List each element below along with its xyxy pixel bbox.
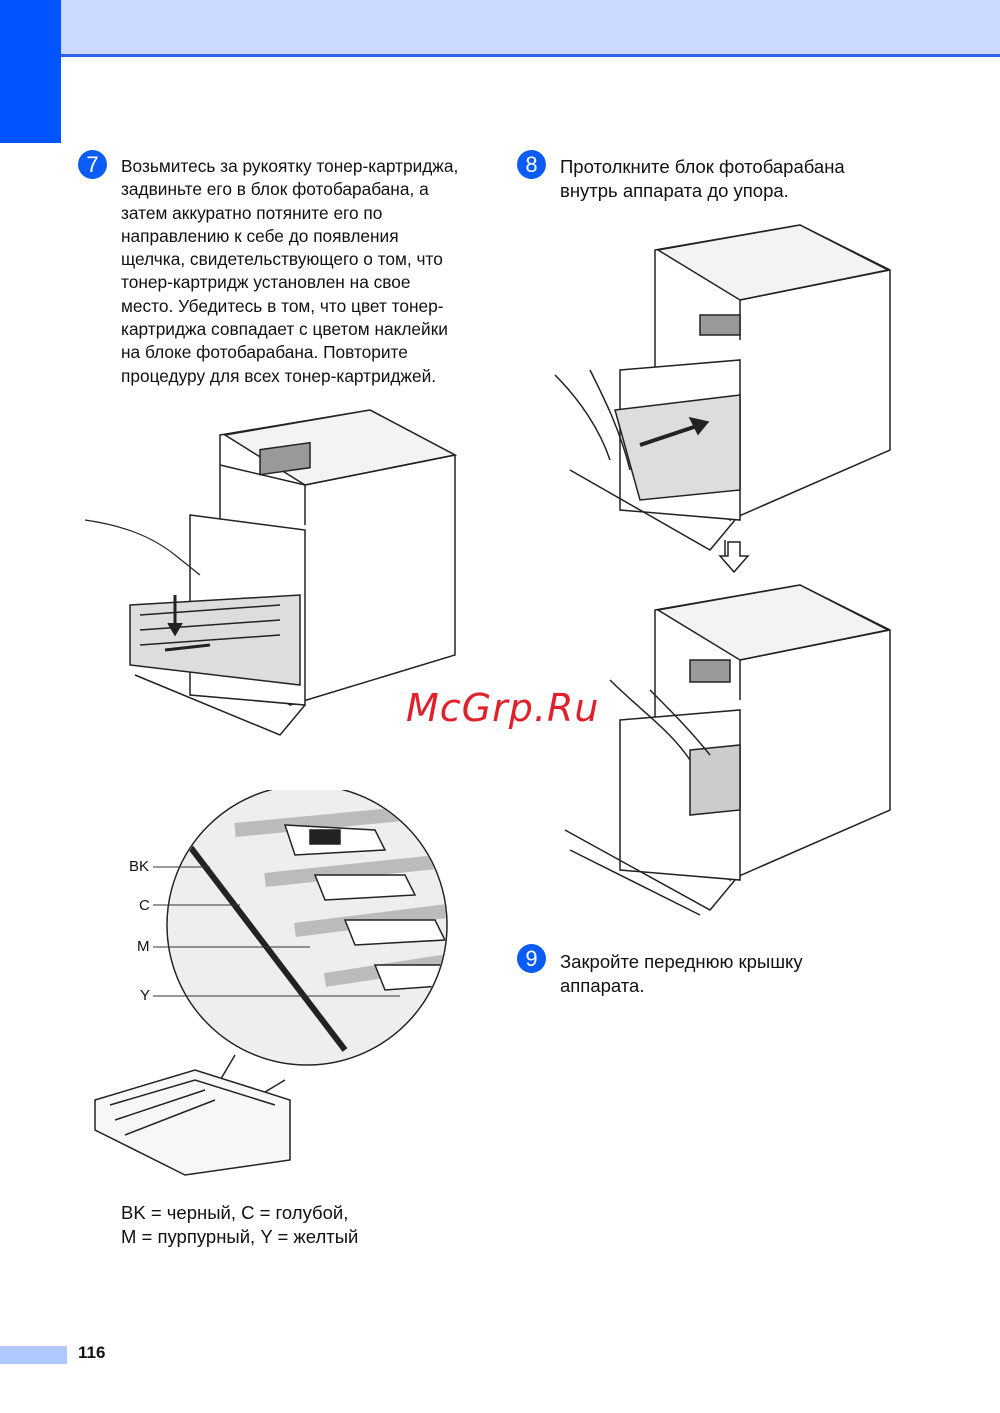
footer-bar bbox=[0, 1346, 67, 1364]
printer-illustration-step8-result bbox=[564, 584, 891, 916]
step-9-badge: 9 bbox=[517, 944, 546, 973]
header-band bbox=[60, 0, 1000, 57]
step-8-badge: 8 bbox=[517, 150, 546, 179]
watermark: McGrp.Ru bbox=[406, 686, 600, 730]
legend-line-2: M = пурпурный, Y = желтый bbox=[121, 1226, 359, 1247]
callout-m: M bbox=[137, 938, 150, 955]
printer-illustration-step8 bbox=[554, 224, 891, 560]
down-arrow-icon bbox=[718, 541, 750, 574]
chapter-tab bbox=[0, 0, 61, 143]
printer-illustration-step7 bbox=[84, 409, 458, 736]
page-number: 116 bbox=[78, 1343, 106, 1362]
callout-y: Y bbox=[140, 987, 151, 1004]
callout-lines bbox=[153, 866, 400, 997]
legend-line-1: BK = черный, C = голубой, bbox=[121, 1202, 349, 1223]
callout-c: C bbox=[139, 897, 150, 914]
step-7-text: Возьмитесь за рукоятку тонер-картриджа, … bbox=[121, 156, 459, 386]
callout-bk: BK bbox=[129, 858, 150, 875]
step-7-badge: 7 bbox=[78, 150, 107, 179]
step-8-text: Протолкните блок фотобарабана внутрь апп… bbox=[560, 156, 845, 201]
step-9-text: Закройте переднюю крышку аппарата. bbox=[560, 951, 803, 996]
